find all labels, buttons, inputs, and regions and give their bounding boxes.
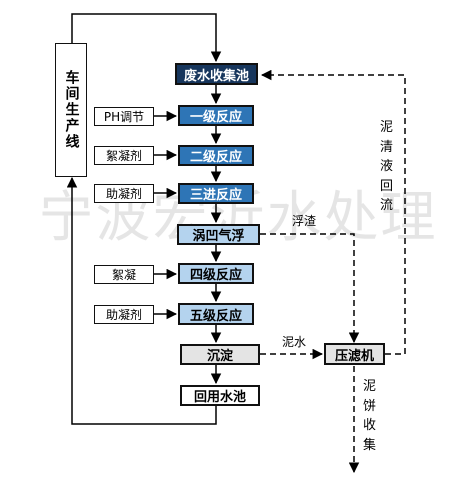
supernatant-return-label: 泥清液回流 xyxy=(380,120,394,213)
input-coagulant-2-label: 助凝剂 xyxy=(105,308,142,322)
stage-reuse: 回用水池 xyxy=(180,385,260,406)
stage-3-label: 三进反应 xyxy=(189,188,242,203)
sludge-water-label: 泥水 xyxy=(282,335,307,349)
stage-4-label: 四级反应 xyxy=(189,268,242,283)
stage-flotation: 涡凹气浮 xyxy=(177,224,260,245)
workshop-label: 车间生产线 xyxy=(63,70,80,150)
stage-4: 四级反应 xyxy=(178,263,254,284)
sludge-cake-label: 泥饼收集 xyxy=(363,379,377,453)
stage-settling-label: 沉淀 xyxy=(206,349,233,364)
input-flocculant-1: 絮凝剂 xyxy=(94,146,154,165)
stage-collection-label: 废水收集池 xyxy=(183,68,249,84)
input-coagulant-1: 助凝剂 xyxy=(94,184,154,203)
scum-label: 浮渣 xyxy=(292,214,317,228)
scum-line xyxy=(260,233,360,344)
stage-collection: 废水收集池 xyxy=(175,63,258,85)
stage-flotation-label: 涡凹气浮 xyxy=(192,229,245,244)
stage-reuse-label: 回用水池 xyxy=(193,390,246,405)
input-coagulant-1-label: 助凝剂 xyxy=(105,187,142,201)
stage-3: 三进反应 xyxy=(178,183,254,204)
stage-5: 五级反应 xyxy=(178,303,254,325)
return-line-bottom xyxy=(66,176,217,425)
workshop-box: 车间生产线 xyxy=(55,43,87,177)
input-ph-label: PH调节 xyxy=(103,110,145,124)
stage-1: 一级反应 xyxy=(178,105,254,126)
input-flocculant-2: 絮凝 xyxy=(94,265,154,284)
input-flocculant-1-label: 絮凝剂 xyxy=(105,149,142,163)
workshop-to-top xyxy=(71,13,222,63)
stage-2-label: 二级反应 xyxy=(189,150,242,165)
supernatant-return-line xyxy=(260,69,406,355)
stage-5-label: 五级反应 xyxy=(189,308,242,324)
stage-1-label: 一级反应 xyxy=(189,110,242,125)
input-ph: PH调节 xyxy=(94,107,154,126)
input-coagulant-2: 助凝剂 xyxy=(94,305,154,324)
filter-press-label: 压滤机 xyxy=(334,348,374,364)
stage-settling: 沉淀 xyxy=(180,344,260,365)
input-flocculant-2-label: 絮凝 xyxy=(111,268,136,282)
filter-press: 压滤机 xyxy=(324,343,385,365)
stage-2: 二级反应 xyxy=(178,145,254,166)
